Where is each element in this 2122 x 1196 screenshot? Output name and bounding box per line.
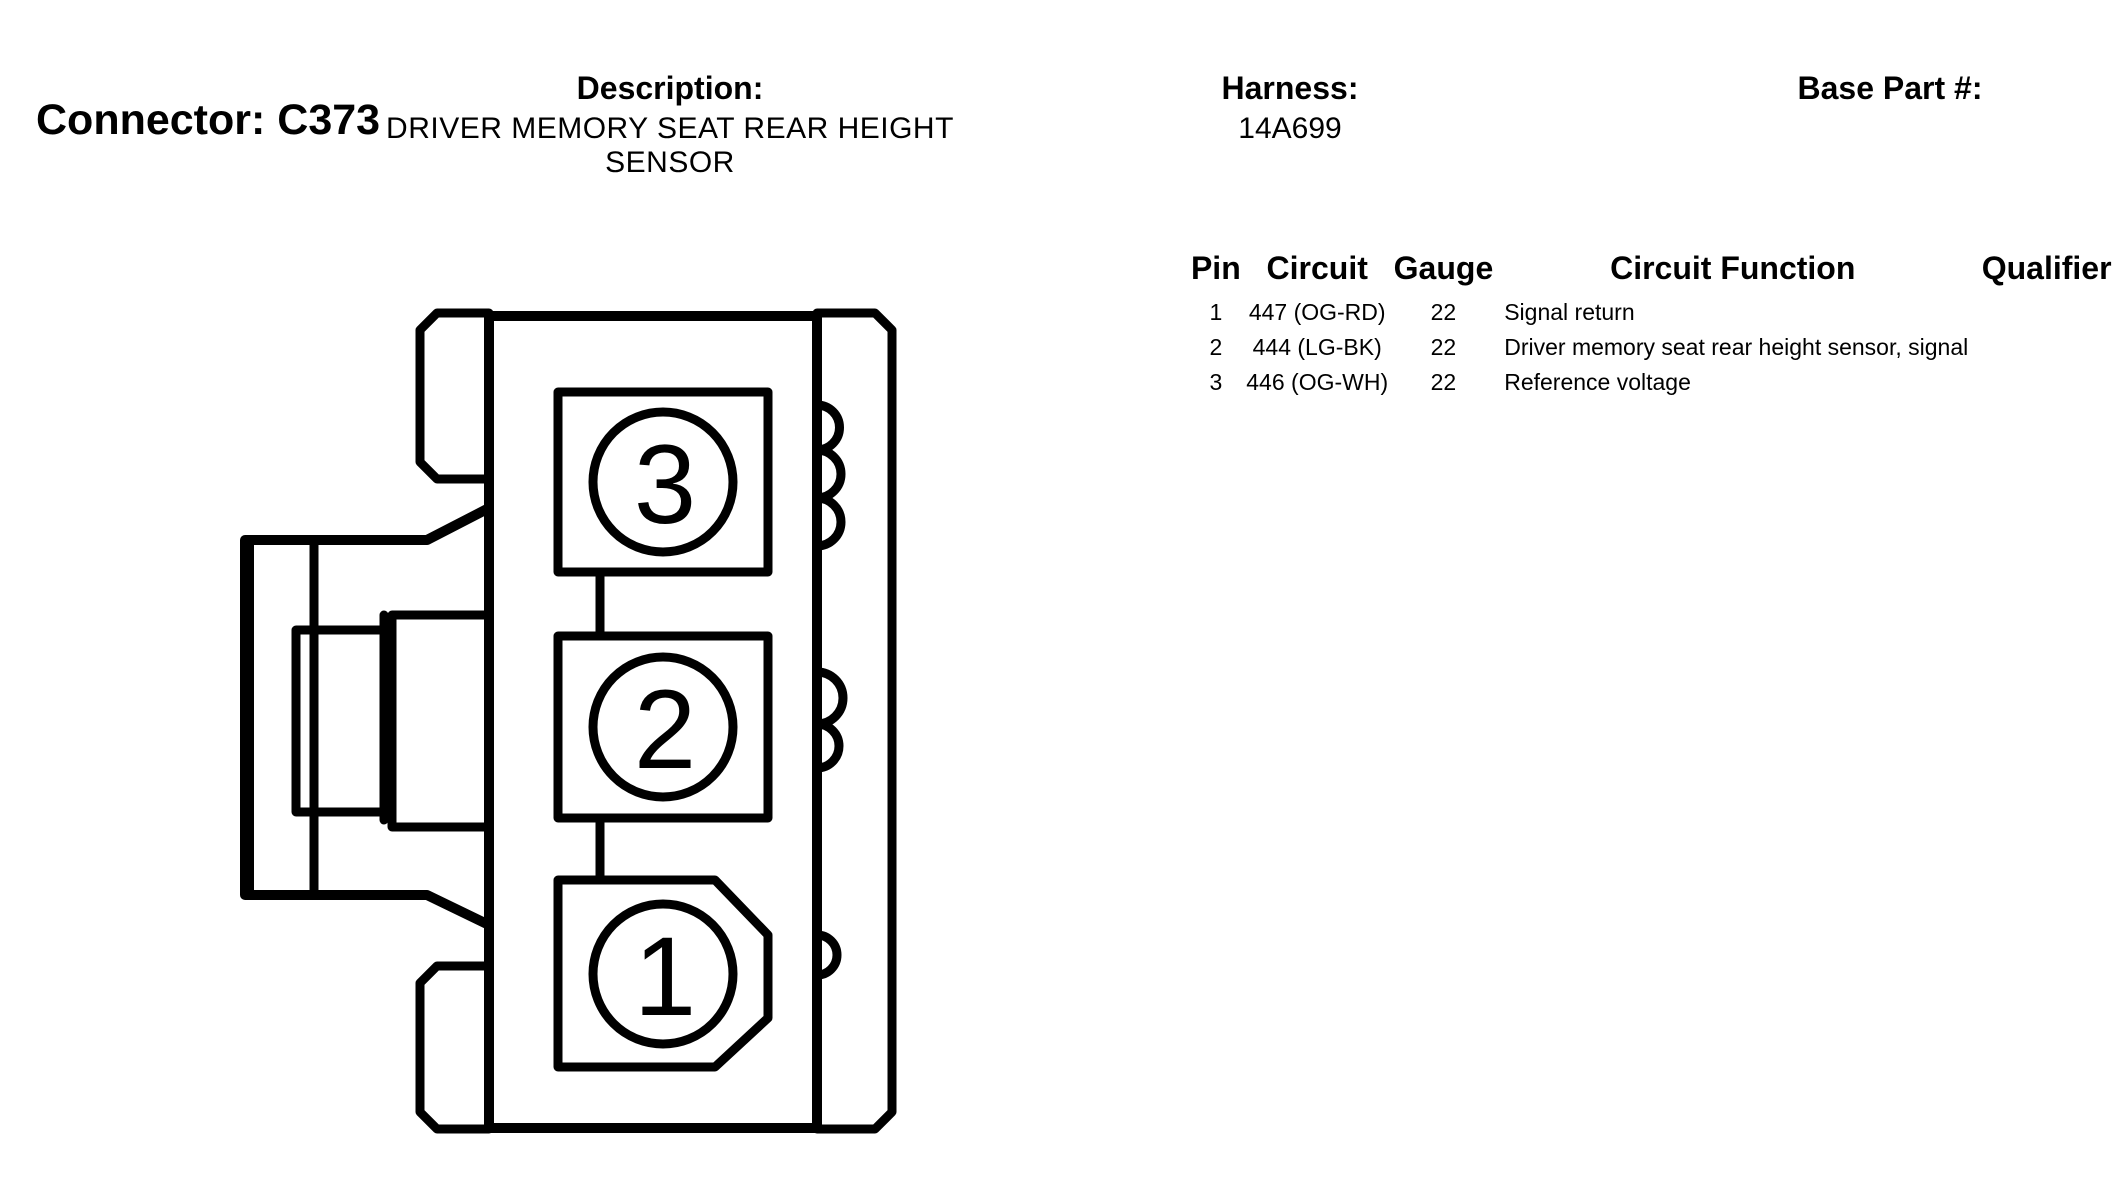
pin-column-header: Pin (1190, 250, 1241, 286)
circuit-function-column-header: Circuit Function (1610, 250, 1856, 286)
harness-label: Harness: (1221, 70, 1359, 106)
right-latch-contour (812, 311, 848, 1133)
circuit-cell: 444 (LG-BK) (1252, 334, 1382, 360)
pin-cell: 2 (1209, 334, 1223, 360)
latch-arm (240, 503, 494, 930)
description-line-2: SENSOR (605, 146, 735, 179)
pin-1-label: 1 (634, 914, 696, 1039)
pin-table-header-row: Pin Circuit Gauge Circuit Function Quali… (1190, 250, 2122, 295)
cavity-2-frame (553, 631, 773, 823)
pin-3-circle (588, 407, 738, 557)
circuit-column-header: Circuit (1266, 250, 1368, 286)
description-value: DRIVER MEMORY SEAT REAR HEIGHT SENSOR (380, 112, 960, 180)
lower-left-tab (415, 961, 494, 1134)
pin-2-circle (588, 652, 738, 802)
table-row: 1 447 (OG-RD) 22 Signal return (1190, 295, 2122, 330)
connector-title: Connector: C373 (36, 96, 380, 145)
gauge-cell: 22 (1430, 334, 1457, 360)
circuit-cell: 446 (OG-WH) (1246, 369, 1389, 395)
pin-cell: 1 (1209, 299, 1223, 325)
upper-left-tab (415, 308, 494, 484)
connector-id: C373 (277, 96, 381, 144)
pin-2-label: 2 (634, 667, 696, 792)
harness-value: 14A699 (1238, 112, 1342, 145)
circuit-cell: 447 (OG-RD) (1248, 299, 1386, 325)
pin-1-circle (588, 899, 738, 1049)
table-row: 2 444 (LG-BK) 22 Driver memory seat rear… (1190, 330, 2122, 365)
cavity-1-frame (553, 875, 773, 1072)
latch-lock-block-inner (387, 610, 494, 832)
qualifier-column-header: Qualifier (1981, 250, 2112, 286)
cavity-3-frame (553, 387, 773, 577)
connector-label: Connector: (36, 96, 266, 144)
gauge-cell: 22 (1430, 369, 1457, 395)
function-cell: Signal return (1504, 299, 1635, 325)
gauge-cell: 22 (1430, 299, 1457, 325)
latch-release-bar (242, 540, 254, 895)
pin-table: Pin Circuit Gauge Circuit Function Quali… (1190, 250, 2122, 400)
description-label: Description: (576, 70, 764, 106)
gauge-column-header: Gauge (1393, 250, 1494, 286)
function-cell: Reference voltage (1504, 369, 1691, 395)
connector-outer-shell (812, 308, 897, 1134)
table-row: 3 446 (OG-WH) 22 Reference voltage (1190, 365, 2122, 400)
function-cell: Driver memory seat rear height sensor, s… (1504, 334, 1969, 360)
base-part-label: Base Part #: (1797, 70, 1983, 106)
description-line-1: DRIVER MEMORY SEAT REAR HEIGHT (386, 112, 954, 145)
pin-3-label: 3 (634, 422, 696, 547)
pin-cell: 3 (1209, 369, 1223, 395)
